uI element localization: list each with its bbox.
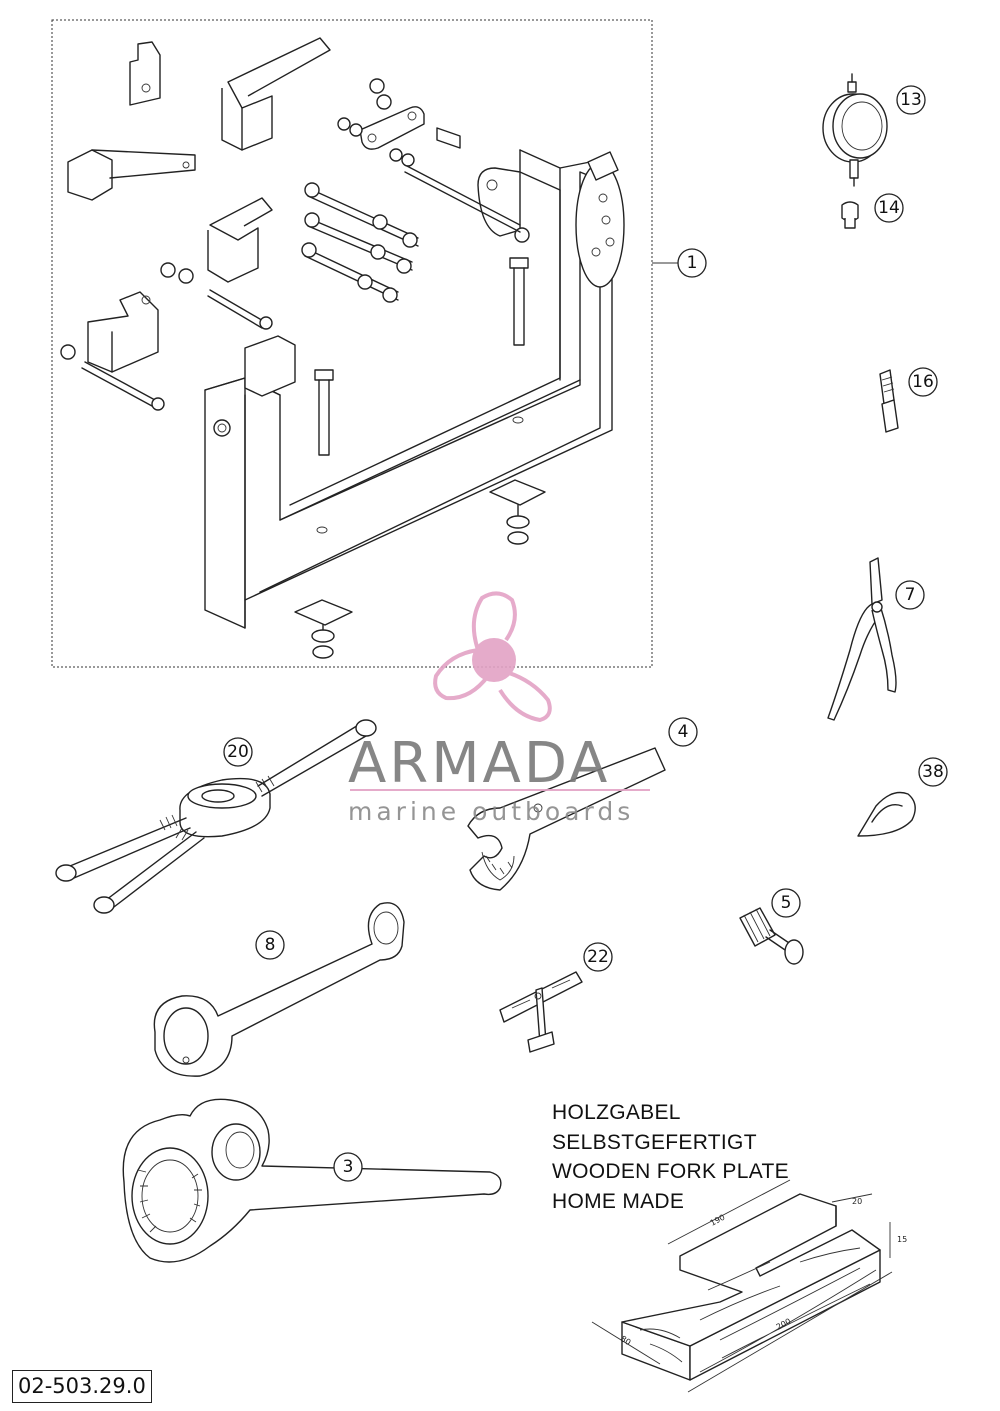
callout-1: 1 <box>677 248 707 278</box>
svg-text:13: 13 <box>900 90 922 110</box>
callout-22: 22 <box>583 942 613 972</box>
timing-gauge-tool <box>499 971 583 1053</box>
callout-3: 3 <box>333 1152 363 1182</box>
svg-text:20: 20 <box>227 742 249 762</box>
callout-20: 20 <box>223 737 253 767</box>
watermark-brand: ARMADA <box>348 731 610 796</box>
gauge-adapter <box>841 201 859 229</box>
wire-clip <box>857 791 916 837</box>
callout-4: 4 <box>668 717 698 747</box>
callout-16: 16 <box>908 367 938 397</box>
dim-height: 15 <box>897 1235 907 1244</box>
svg-text:8: 8 <box>265 935 276 955</box>
callout-5: 5 <box>771 888 801 918</box>
wooden-fork-plate: 190 20 15 80 200 <box>591 1179 907 1393</box>
watermark-tagline: marine outboards <box>348 797 634 826</box>
small-insert-tool <box>879 369 899 433</box>
puller-pin <box>739 907 804 965</box>
clutch-holder-tool <box>55 719 377 914</box>
svg-text:4: 4 <box>678 722 689 742</box>
drawing-part-number: 02-503.29.0 <box>12 1370 152 1403</box>
svg-text:16: 16 <box>912 372 934 392</box>
kit-bolts <box>60 78 461 411</box>
propeller-logo-icon <box>433 591 552 723</box>
circlip-pliers <box>827 557 897 721</box>
svg-text:22: 22 <box>587 947 609 967</box>
engine-stand-assembly <box>204 149 625 659</box>
svg-text:14: 14 <box>878 198 900 218</box>
sprocket-holder <box>122 1098 502 1263</box>
callout-7: 7 <box>895 580 925 610</box>
wooden-fork-note: HOLZGABEL SELBSTGEFERTIGT WOODEN FORK PL… <box>552 1098 789 1216</box>
dial-gauge <box>822 73 888 187</box>
double-ended-wrench <box>153 902 405 1077</box>
callout-8: 8 <box>255 930 285 960</box>
hook-spanner <box>467 747 666 891</box>
kit-brackets <box>67 37 331 397</box>
svg-text:3: 3 <box>343 1157 354 1177</box>
note-line-1: HOLZGABEL <box>552 1101 681 1124</box>
armada-watermark: ARMADA marine outboards <box>348 591 650 826</box>
note-line-4: HOME MADE <box>552 1189 685 1213</box>
svg-text:5: 5 <box>781 893 792 913</box>
svg-text:38: 38 <box>922 762 944 782</box>
note-line-3: WOODEN FORK PLATE <box>552 1160 789 1183</box>
kit-assembly-frame <box>51 19 653 668</box>
svg-text:1: 1 <box>687 253 698 273</box>
callout-14: 14 <box>874 193 904 223</box>
note-line-2: SELBSTGEFERTIGT <box>552 1130 757 1154</box>
dim-width-top: 20 <box>852 1197 862 1206</box>
callout-38: 38 <box>918 757 948 787</box>
svg-text:7: 7 <box>905 585 916 605</box>
callout-13: 13 <box>896 85 926 115</box>
